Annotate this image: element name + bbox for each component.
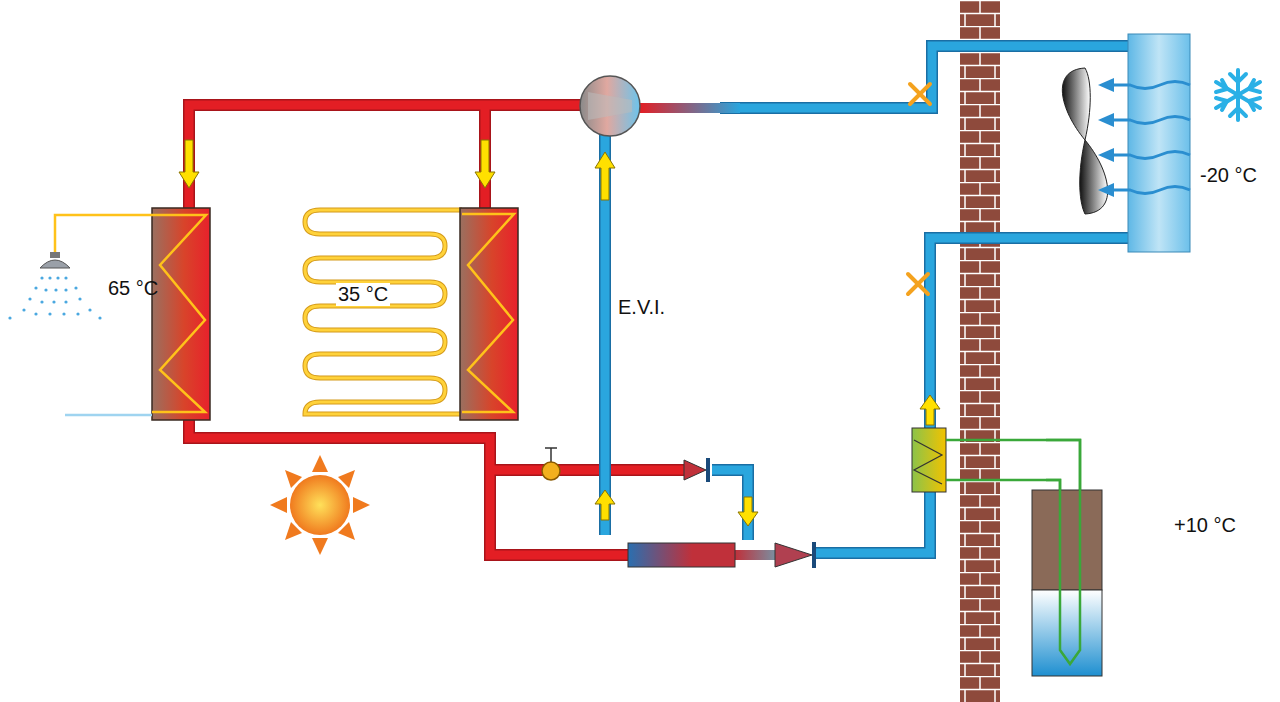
outdoor-air-temperature: -20 °C — [1198, 164, 1259, 187]
hot-water-temperature: 65 °C — [106, 277, 160, 300]
floor-heating-temperature: 35 °C — [336, 283, 390, 306]
evi-label: E.V.I. — [616, 296, 667, 319]
ground-water-temperature: +10 °C — [1172, 514, 1238, 537]
